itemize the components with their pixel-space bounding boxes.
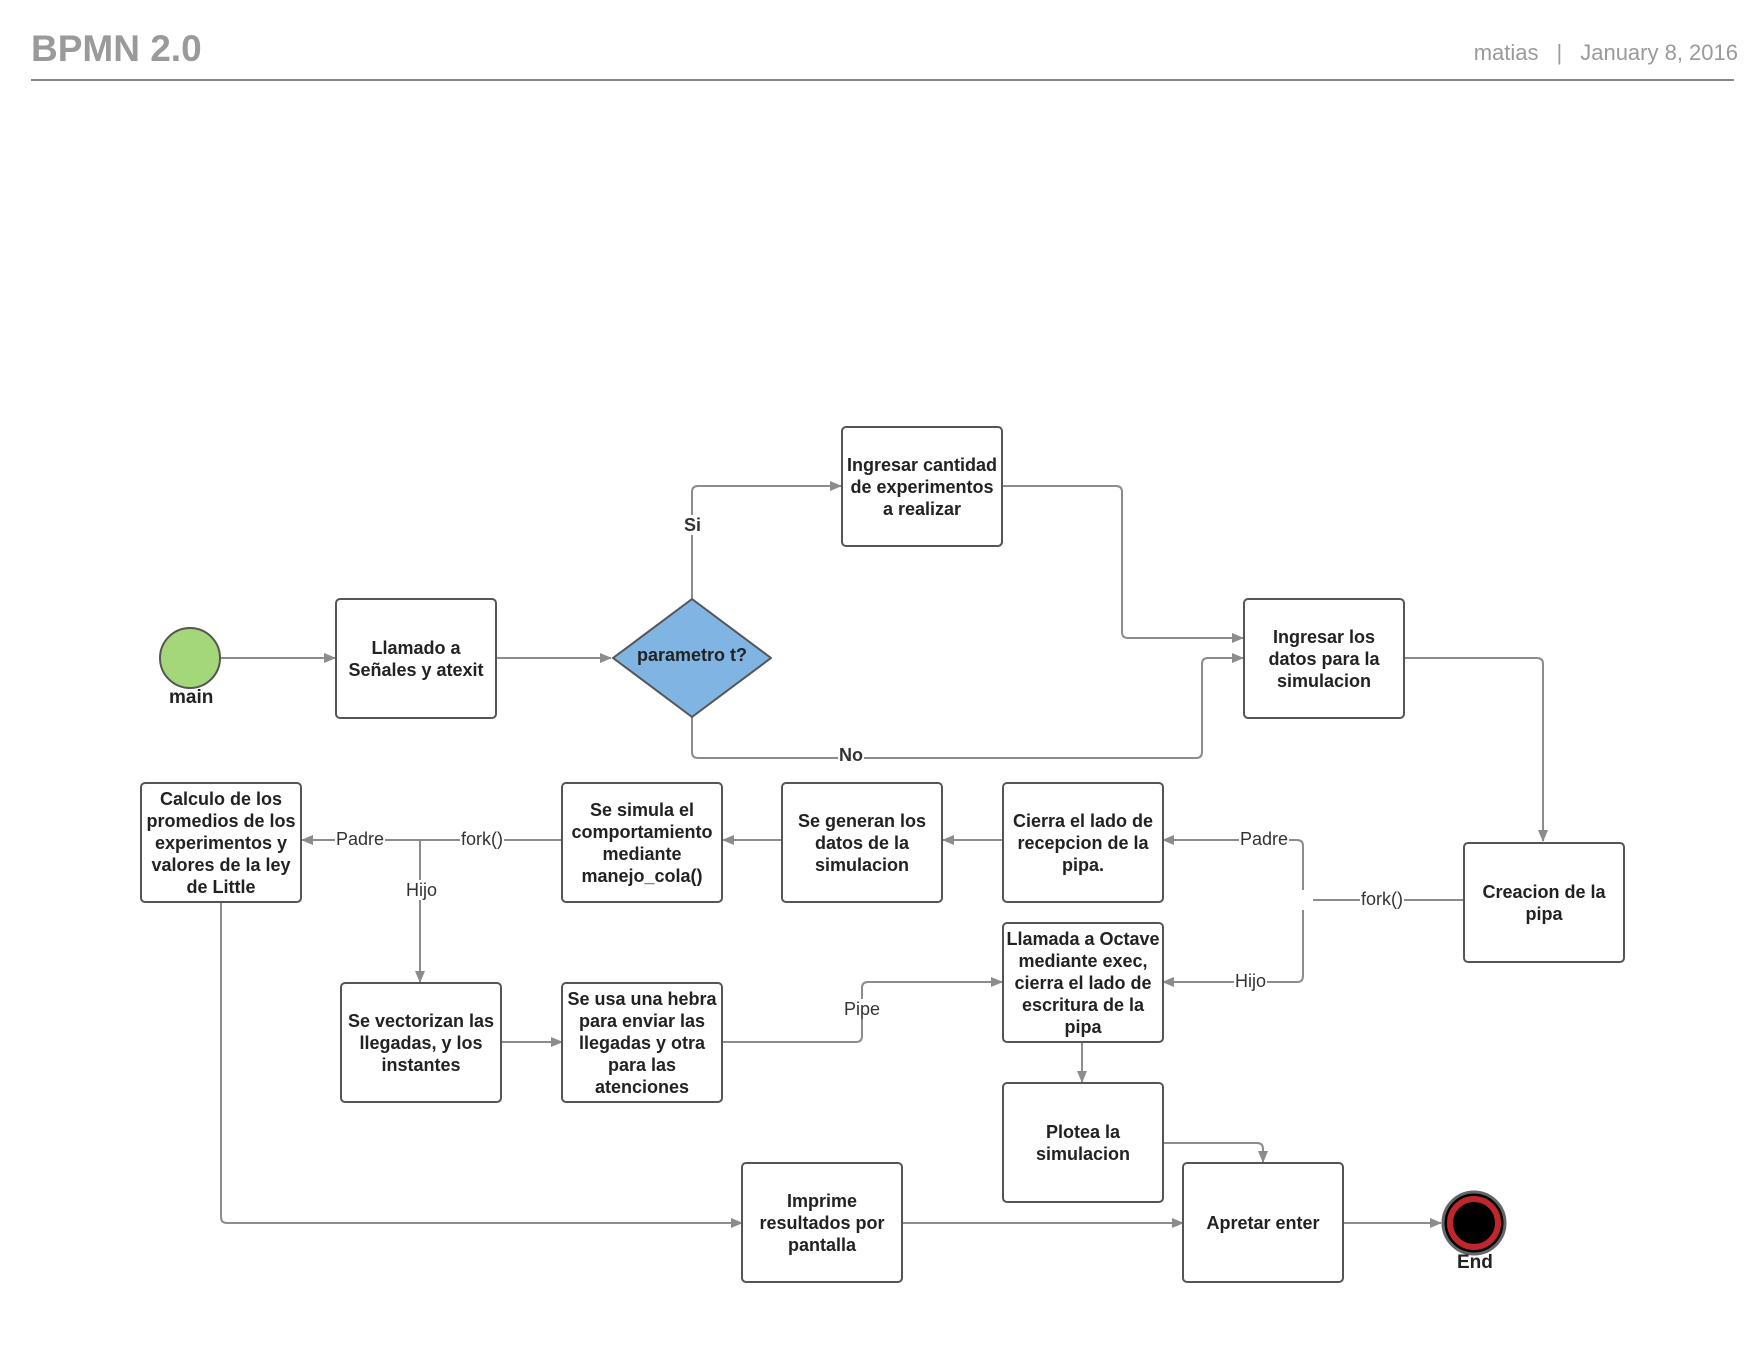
- gateway-label: parametro t?: [636, 645, 748, 665]
- task-ingresar-datos: Ingresar los datos para la simulacion: [1243, 598, 1405, 719]
- task-ingresar-cantidad: Ingresar cantidad de experimentos a real…: [841, 426, 1003, 547]
- edge-label-no: No: [838, 745, 864, 765]
- decision-gateway: [612, 598, 772, 718]
- header-meta: matias | January 8, 2016: [1474, 40, 1738, 66]
- edge-label-hijo-right: Hijo: [1234, 971, 1268, 991]
- connector-gateway-no: [691, 653, 1244, 759]
- connector-gateway-si: [691, 481, 842, 599]
- task-plotea: Plotea la simulacion: [1002, 1082, 1164, 1203]
- connector-plotea-to-apretar: [1163, 1142, 1268, 1163]
- end-event-label: End: [1457, 1252, 1493, 1273]
- task-octave: Llamada a Octave mediante exec, cierra e…: [1002, 922, 1164, 1043]
- task-simula: Se simula el comportamiento mediante man…: [561, 782, 723, 903]
- header-divider: [31, 79, 1734, 81]
- edge-label-hijo-left: Hijo: [405, 880, 439, 900]
- connector-calculo-to-imprime: [220, 902, 743, 1228]
- edge-label-padre-left: Padre: [335, 829, 386, 849]
- connector-fork-padre: [1162, 835, 1304, 890]
- start-event-label: main: [169, 687, 214, 708]
- connector-fork-hijo: [1162, 910, 1304, 987]
- edge-label-padre-right: Padre: [1239, 829, 1290, 849]
- start-event: [159, 627, 221, 689]
- connector-cantidad-to-datos: [1002, 485, 1244, 643]
- author-name: matias: [1473, 40, 1539, 65]
- document-date: January 8, 2016: [1580, 40, 1738, 65]
- task-llamado: Llamado a Señales y atexit: [335, 598, 497, 719]
- edge-label-si: Si: [683, 515, 703, 535]
- meta-separator: |: [1556, 40, 1563, 65]
- task-genera-datos: Se generan los datos de la simulacion: [781, 782, 943, 903]
- task-hebra: Se usa una hebra para enviar las llegada…: [561, 982, 723, 1103]
- connectors: [220, 481, 1548, 1228]
- task-calculo: Calculo de los promedios de los experime…: [140, 782, 302, 903]
- task-vectorizan: Se vectorizan las llegadas, y los instan…: [340, 982, 502, 1103]
- task-creacion-pipa: Creacion de la pipa: [1463, 842, 1625, 963]
- edge-label-pipe: Pipe: [843, 999, 882, 1019]
- diagram-title: BPMN 2.0: [31, 28, 202, 69]
- edge-label-fork-right: fork(): [1360, 889, 1404, 909]
- task-apretar: Apretar enter: [1182, 1162, 1344, 1283]
- task-imprime: Imprime resultados por pantalla: [741, 1162, 903, 1283]
- edge-label-fork-left: fork(): [460, 829, 504, 849]
- end-event-ring: [1447, 1196, 1501, 1250]
- task-cierra-recepcion: Cierra el lado de recepcion de la pipa.: [1002, 782, 1164, 903]
- connector-datos-to-pipa: [1404, 657, 1548, 842]
